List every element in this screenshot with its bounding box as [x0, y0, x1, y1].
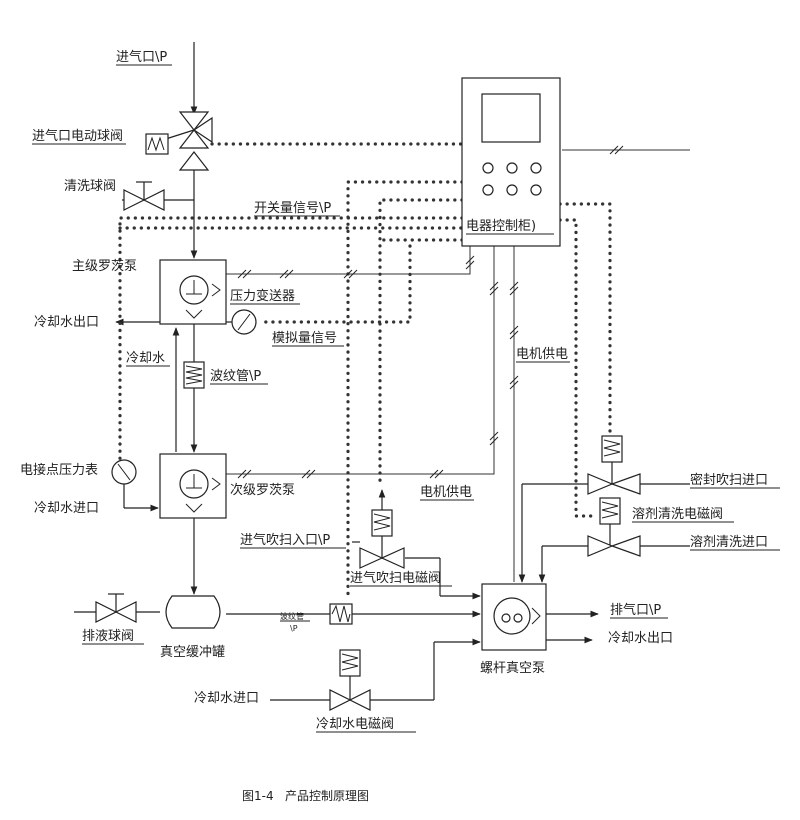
label-cooling-water-inlet-2: 冷却水进口 [194, 691, 259, 706]
label-cooling-water-valve: 冷却水电磁阀 [316, 717, 394, 732]
cooling-water-solenoid-valve [329, 649, 371, 711]
screw-vacuum-pump [481, 583, 547, 651]
label-bellows-small-top: 波纹管 [280, 611, 304, 621]
label-analog-signal: 模拟量信号 [272, 331, 337, 346]
label-motor-power-2: 电机供电 [420, 485, 472, 500]
label-secondary-roots-pump: 次级罗茨泵 [230, 482, 295, 498]
pressure-transmitter [226, 309, 257, 335]
label-solvent-wash-valve: 溶剂清洗电磁阀 [632, 507, 723, 522]
label-inlet-p: 进气口\P [116, 49, 167, 65]
label-vacuum-buffer-tank: 真空缓冲罐 [160, 645, 225, 660]
label-switch-signal: 开关量信号\P [254, 201, 331, 216]
label-cooling-water-outlet-2: 冷却水出口 [608, 631, 673, 646]
label-drain-ball-valve: 排液球阀 [82, 629, 134, 644]
bellows-main [183, 361, 205, 389]
primary-roots-pump [159, 259, 227, 325]
label-motor-power-1: 电机供电 [516, 347, 568, 362]
power-lines [226, 145, 690, 582]
label-primary-roots-pump: 主级罗茨泵 [72, 259, 137, 274]
figure-caption: 图1-4 产品控制原理图 [242, 789, 369, 803]
label-bellows-p: 波纹管\P [210, 369, 261, 384]
label-cooling-water: 冷却水 [126, 351, 165, 366]
label-screw-vacuum-pump: 螺杆真空泵 [480, 661, 545, 676]
label-inlet-motor-valve: 进气口电动球阀 [32, 128, 123, 144]
label-bellows-small-bottom: \P [290, 624, 298, 633]
vacuum-buffer-tank [165, 595, 221, 629]
inlet-purge-solenoid-valve [359, 489, 405, 569]
label-contact-pressure-gauge: 电接点压力表 [20, 462, 98, 478]
label-seal-purge-inlet: 密封吹扫进口 [690, 472, 768, 488]
label-control-cabinet: 电器控制柜) [466, 219, 536, 234]
label-exhaust-p: 排气口\P [610, 602, 661, 618]
drain-ball-valve [95, 593, 137, 623]
solvent-wash-solenoid-valve [587, 497, 641, 557]
bellows-small [329, 603, 353, 625]
label-cooling-water-inlet-1: 冷却水进口 [34, 501, 99, 516]
wash-ball-valve [123, 181, 165, 211]
cooling-water-piping [115, 318, 690, 701]
label-wash-ball-valve: 清洗球阀 [64, 179, 116, 194]
labels: 进气口\P 进气口电动球阀 清洗球阀 开关量信号\P 电器控制柜) 主级罗茨泵 … [20, 49, 780, 803]
inlet-motor-ball-valve [145, 111, 213, 171]
seal-purge-solenoid-valve [587, 435, 641, 495]
contact-pressure-gauge [111, 459, 137, 485]
label-pressure-transmitter: 压力变送器 [230, 288, 295, 304]
label-inlet-purge-inlet: 进气吹扫入口\P [240, 532, 330, 548]
label-solvent-wash-inlet: 溶剂清洗进口 [690, 535, 768, 550]
label-inlet-purge-valve: 进气吹扫电磁阀 [350, 570, 441, 586]
secondary-roots-pump [159, 453, 227, 519]
control-cabinet [461, 77, 561, 247]
label-cooling-water-outlet-1: 冷却水出口 [34, 315, 99, 330]
signal-lines [118, 142, 612, 600]
